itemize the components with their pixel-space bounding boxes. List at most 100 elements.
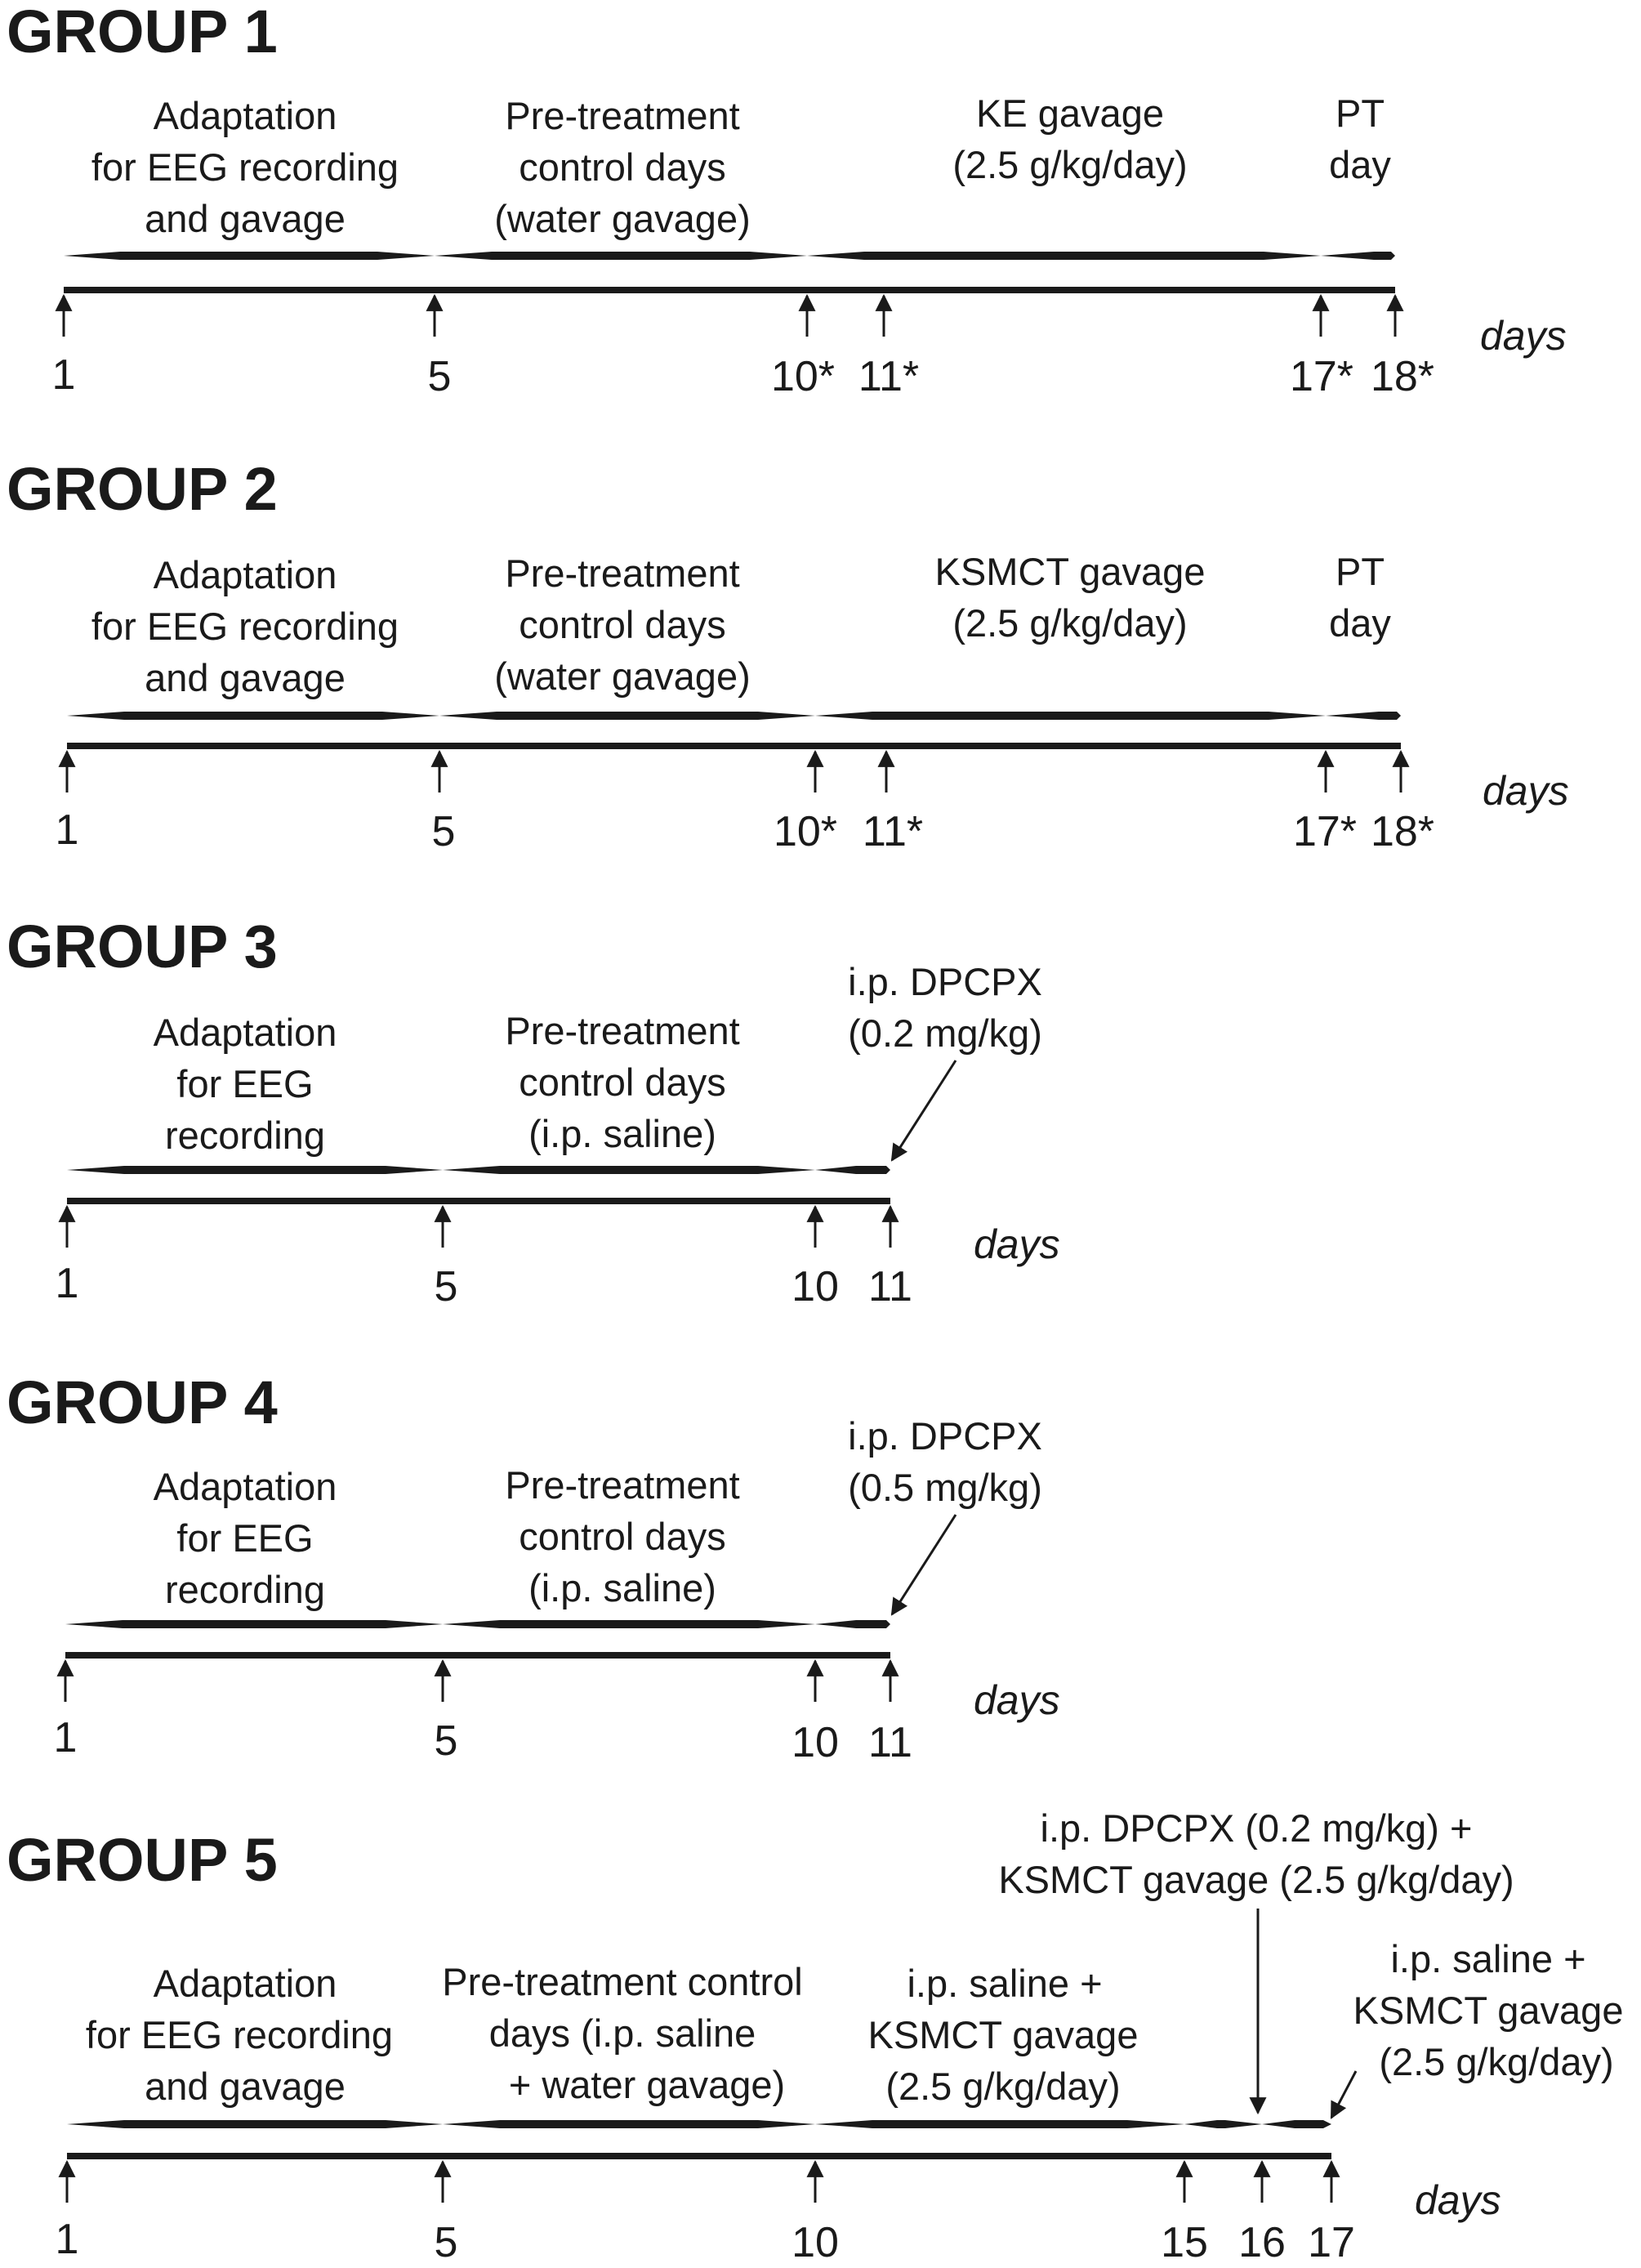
- day-label: 10*: [771, 353, 835, 400]
- group-title: GROUP 3: [7, 913, 278, 980]
- day-label: 18*: [1371, 353, 1434, 400]
- phase-label-adaptation: Adaptation for EEG recording: [154, 1465, 337, 1611]
- phase-segments: [67, 712, 1401, 720]
- phase-label-line: for EEG recording: [86, 2013, 393, 2056]
- phase-label-treatment: i.p. saline + KSMCT gavage (2.5 g/kg/day…: [868, 1962, 1139, 2108]
- day-label: 5: [435, 2219, 458, 2264]
- phase-label-line: control days: [519, 1060, 725, 1104]
- axis-unit-label: days: [1415, 2177, 1501, 2223]
- axis-unit-label: days: [974, 1221, 1060, 1267]
- phase-label-treatment: KE gavage (2.5 g/kg/day): [952, 92, 1187, 186]
- phase-label-adaptation: Adaptation for EEG recording and gavage: [91, 553, 399, 699]
- phase-segment: [815, 1166, 890, 1174]
- phase-segment: [1262, 2120, 1331, 2128]
- phase-label-pretreatment: Pre-treatment control days (water gavage…: [494, 551, 751, 698]
- day-label: 1: [56, 806, 79, 854]
- phase-label-line: i.p. saline +: [1390, 1937, 1585, 1980]
- phase-label-line: (i.p. saline): [528, 1112, 716, 1155]
- day-label: 5: [432, 808, 456, 855]
- group-3: GROUP 3 Adaptation for EEG recording Pre…: [7, 913, 1060, 1310]
- callout-arrow: [1330, 2070, 1358, 2119]
- phase-label-pretreatment: Pre-treatment control days (i.p. saline): [505, 1009, 739, 1155]
- day-label: 16: [1238, 2219, 1286, 2264]
- phase-label-final-day: i.p. saline + KSMCT gavage (2.5 g/kg/day…: [1353, 1937, 1624, 2083]
- phase-segment: [435, 252, 807, 260]
- group-1: GROUP 1 Adaptation for EEG recording and…: [7, 0, 1567, 400]
- day-label: 10: [792, 1719, 839, 1766]
- phase-segments: [64, 252, 1395, 260]
- day-labels: 1 5 10* 11* 17* 18*: [56, 806, 1435, 855]
- phase-label-line: (2.5 g/kg/day): [952, 143, 1187, 186]
- phase-label-line: (0.5 mg/kg): [848, 1466, 1042, 1509]
- phase-label-line: (2.5 g/kg/day): [885, 2065, 1120, 2108]
- phase-label-line: and gavage: [145, 2065, 346, 2108]
- phase-label-line: (2.5 g/kg/day): [1379, 2040, 1613, 2083]
- phase-label-line: recording: [165, 1568, 325, 1611]
- phase-segments: [67, 1166, 890, 1174]
- day-labels: 1 5 10 15 16 17: [56, 2216, 1355, 2266]
- phase-label-line: Pre-treatment: [505, 1463, 739, 1507]
- phase-label-line: day: [1329, 143, 1391, 186]
- day-label: 11: [868, 1719, 912, 1766]
- phase-label-treatment: KSMCT gavage (2.5 g/kg/day): [935, 550, 1206, 645]
- phase-segment: [67, 2120, 443, 2128]
- phase-label-adaptation: Adaptation for EEG recording and gavage: [91, 94, 399, 240]
- phase-label-line: Adaptation: [154, 1962, 337, 2005]
- phase-label-line: recording: [165, 1114, 325, 1157]
- phase-segment: [64, 252, 435, 260]
- day-label: 17*: [1290, 353, 1353, 400]
- phase-label-pretreatment: Pre-treatment control days (i.p. saline …: [442, 1960, 802, 2106]
- group-title: GROUP 1: [7, 0, 278, 65]
- phase-segments: [67, 2120, 1331, 2128]
- phase-label-line: + water gavage): [509, 2063, 785, 2106]
- phase-label-line: (water gavage): [494, 654, 751, 698]
- phase-label-line: KSMCT gavage: [868, 2013, 1139, 2056]
- phase-segments: [65, 1620, 890, 1628]
- phase-label-line: KSMCT gavage (2.5 g/kg/day): [998, 1858, 1514, 1901]
- day-label: 11*: [858, 353, 919, 400]
- phase-label-pt-day: PT day: [1329, 92, 1391, 186]
- callout-arrow: [890, 1514, 957, 1616]
- phase-label-line: control days: [519, 603, 725, 646]
- day-label: 15: [1161, 2219, 1208, 2264]
- day-label: 10: [792, 2219, 839, 2264]
- day-markers: [58, 749, 1410, 792]
- phase-label-line: day: [1329, 601, 1391, 645]
- day-label: 5: [428, 353, 452, 400]
- phase-label-line: KSMCT gavage: [1353, 1989, 1624, 2032]
- day-label: 5: [435, 1263, 458, 1310]
- phase-label-line: control days: [519, 145, 725, 189]
- phase-label-line: Adaptation: [154, 1011, 337, 1054]
- phase-label-line: (i.p. saline): [528, 1566, 716, 1609]
- phase-label-line: for EEG recording: [91, 145, 399, 189]
- phase-label-line: for EEG: [176, 1516, 313, 1560]
- phase-segment: [67, 1166, 443, 1174]
- day-label: 10: [792, 1263, 839, 1310]
- phase-label-line: Adaptation: [154, 1465, 337, 1508]
- phase-label-line: Adaptation: [154, 94, 337, 137]
- phase-label-injection-day: i.p. DPCPX (0.2 mg/kg) + KSMCT gavage (2…: [998, 1806, 1514, 1901]
- axis-unit-label: days: [974, 1677, 1060, 1723]
- group-title: GROUP 4: [7, 1368, 278, 1436]
- day-markers: [58, 2159, 1340, 2203]
- group-4: GROUP 4 Adaptation for EEG recording Pre…: [7, 1368, 1060, 1766]
- phase-label-line: Pre-treatment: [505, 94, 739, 137]
- group-title: GROUP 5: [7, 1826, 278, 1894]
- phase-label-injection: i.p. DPCPX (0.5 mg/kg): [848, 1414, 1042, 1509]
- day-label: 17*: [1293, 808, 1357, 855]
- phase-label-line: Pre-treatment: [505, 1009, 739, 1052]
- phase-label-pretreatment: Pre-treatment control days (i.p. saline): [505, 1463, 739, 1609]
- phase-segment: [815, 2120, 1184, 2128]
- phase-label-pt-day: PT day: [1329, 550, 1391, 645]
- phase-label-line: (water gavage): [494, 197, 751, 240]
- phase-label-line: Pre-treatment control: [442, 1960, 802, 2003]
- day-markers: [55, 293, 1404, 337]
- phase-segment: [1321, 252, 1395, 260]
- phase-segment: [815, 712, 1326, 720]
- phase-segment: [443, 1620, 815, 1628]
- day-labels: 1 5 10* 11* 17* 18*: [52, 351, 1435, 400]
- phase-segment: [1184, 2120, 1262, 2128]
- phase-segment: [65, 1620, 443, 1628]
